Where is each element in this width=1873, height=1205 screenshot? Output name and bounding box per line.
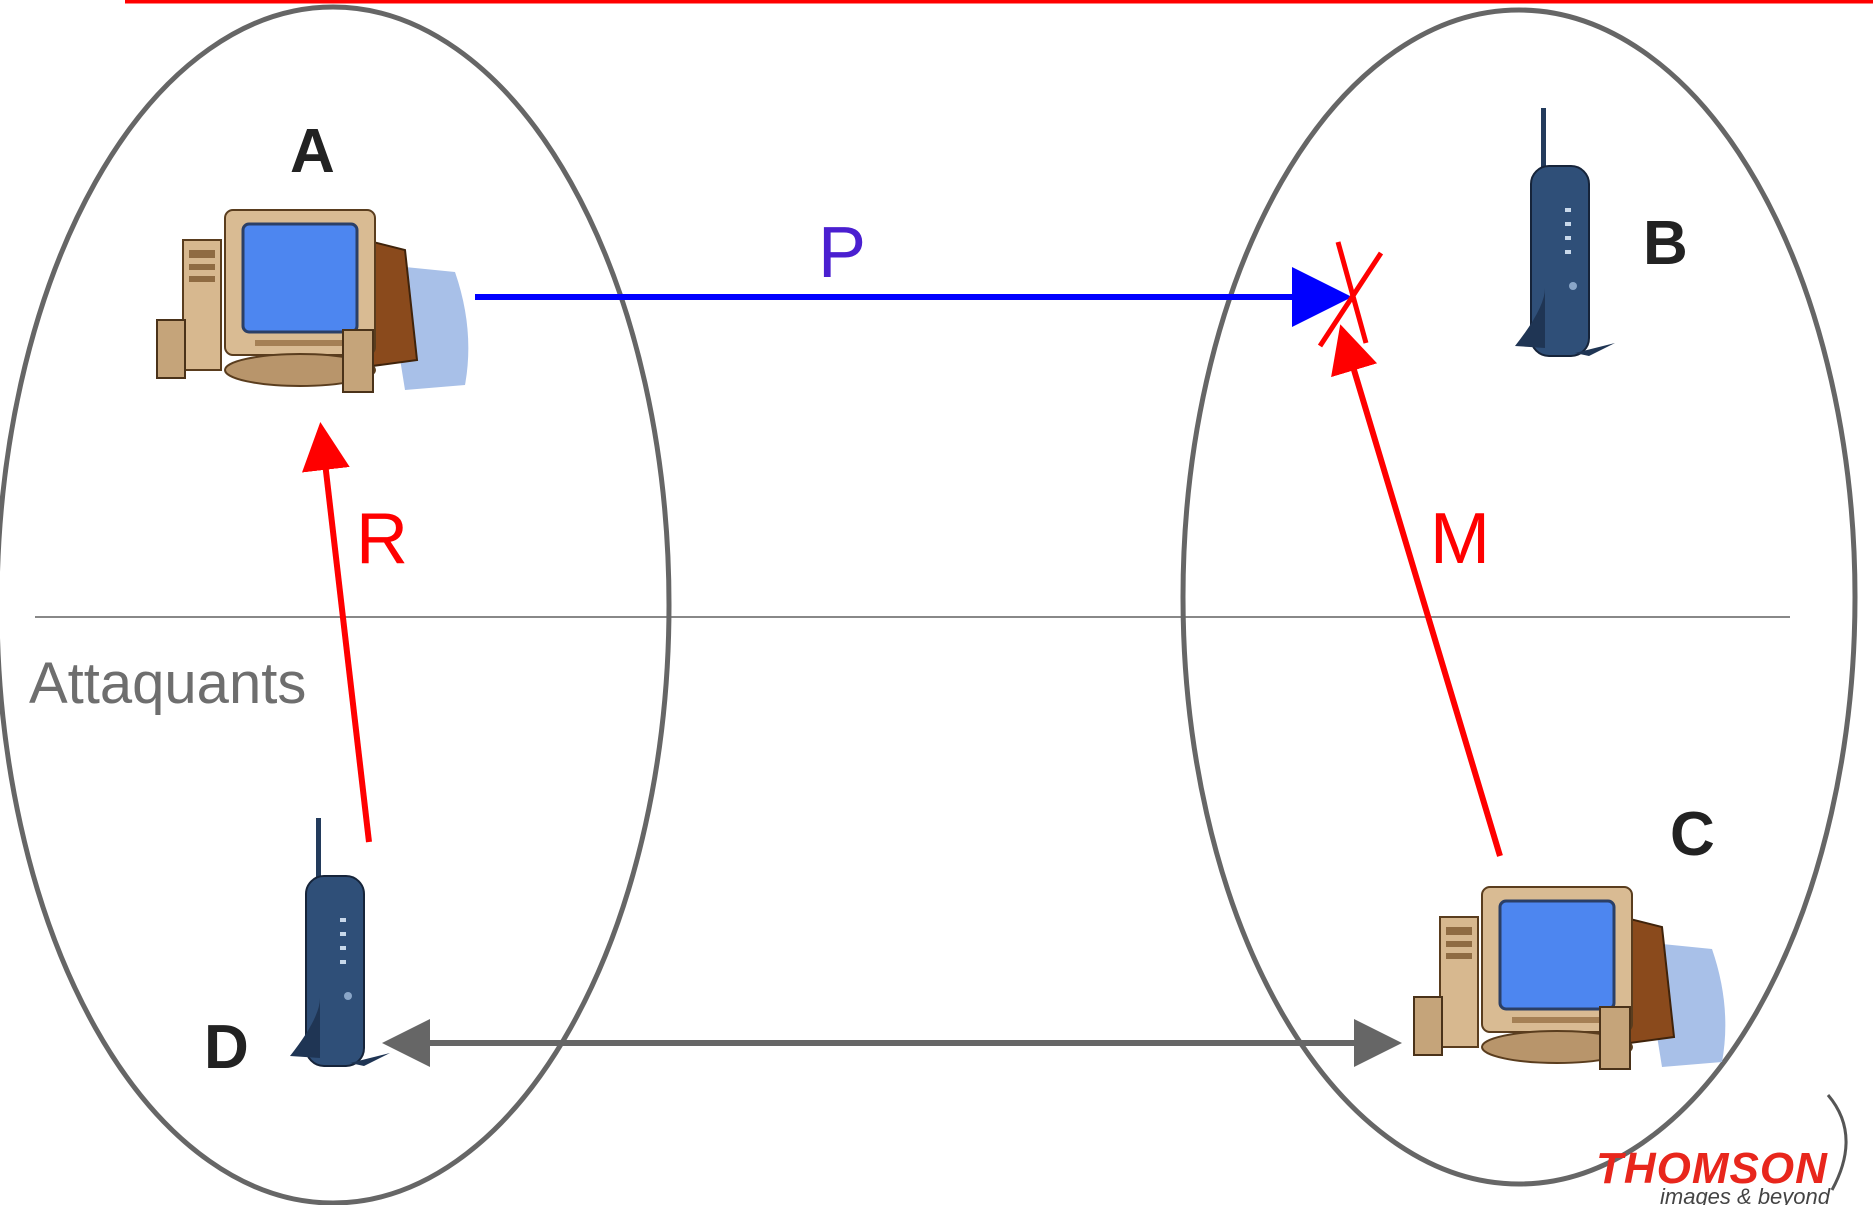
node-label-a: A (290, 117, 335, 186)
logo-name: THOMSON (1596, 1144, 1828, 1193)
thomson-logo: THOMSON images & beyond (1596, 1094, 1848, 1205)
edge-label-r: R (356, 499, 408, 579)
wireless-router-icon (1514, 107, 1616, 357)
edge-m-arrow (1331, 324, 1503, 857)
edge-r-arrow (301, 422, 372, 843)
block-mark (1335, 241, 1369, 344)
node-label-b: B (1643, 209, 1688, 278)
right-ellipse (1180, 7, 1858, 1187)
desktop-computer-icon (1412, 885, 1727, 1071)
node-label-d: D (204, 1013, 249, 1082)
block-mark (1317, 251, 1384, 348)
desktop-computer-icon (155, 208, 470, 394)
edge-label-p: P (818, 213, 866, 293)
logo-tagline: images & beyond (1660, 1184, 1831, 1205)
left-ellipse (0, 4, 672, 1205)
node-label-c: C (1670, 800, 1715, 869)
wireless-router-icon (289, 817, 391, 1067)
edge-label-m: M (1430, 499, 1490, 579)
attackers-label: Attaquants (29, 651, 306, 716)
